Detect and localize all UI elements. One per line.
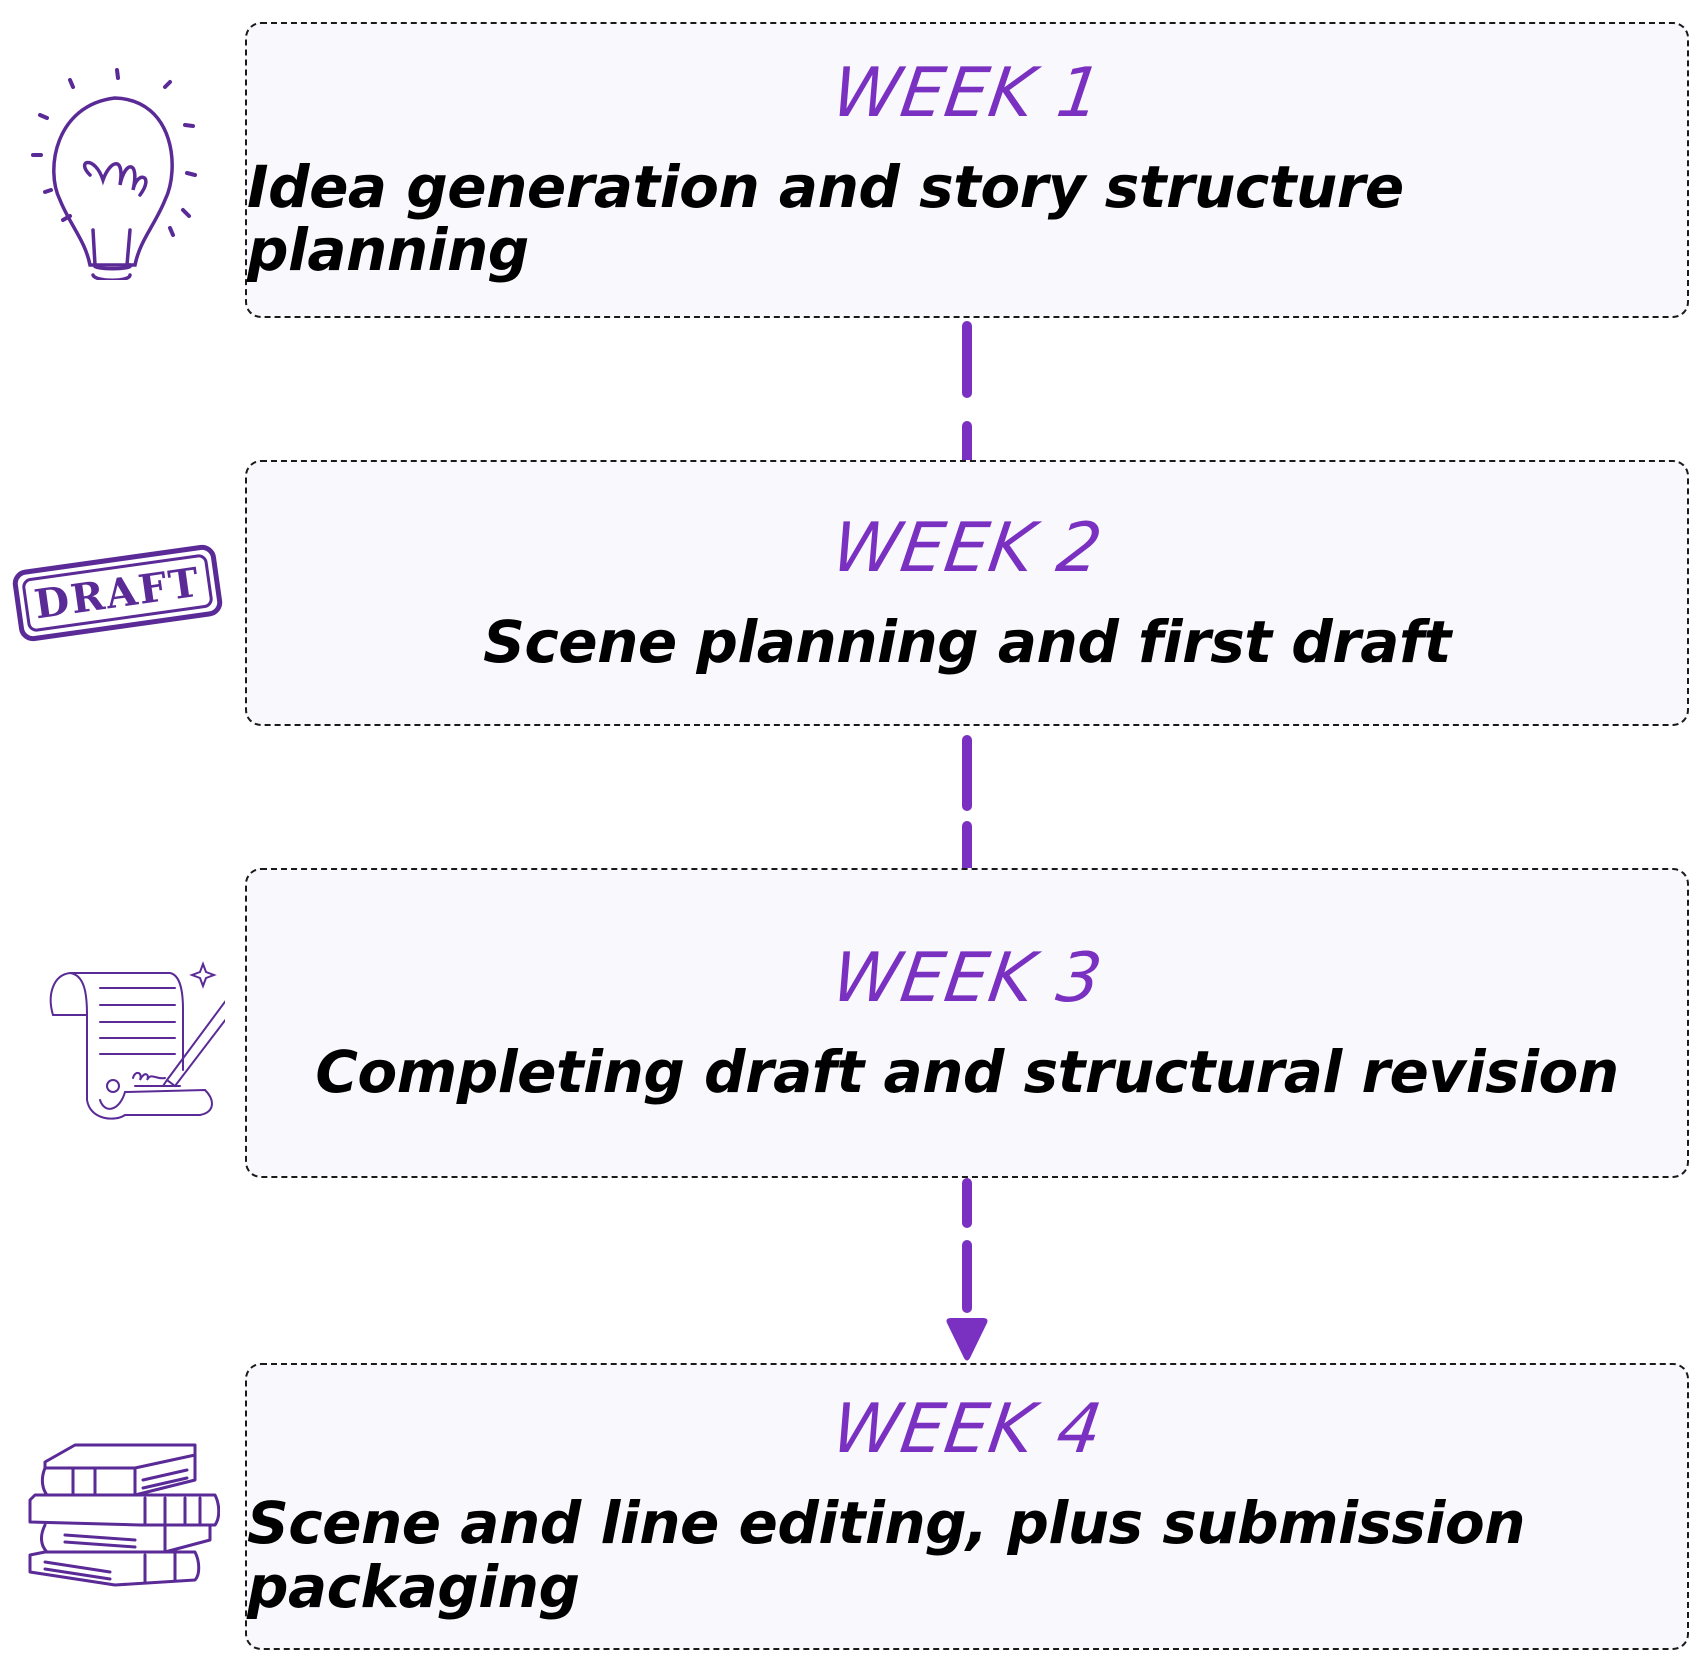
step-card-week-3: WEEK 3 Completing draft and structural r… bbox=[245, 868, 1689, 1178]
step-description: Completing draft and structural revision bbox=[315, 1037, 1619, 1106]
step-description: Scene and line editing, plus submission … bbox=[247, 1489, 1526, 1621]
dashed-connector bbox=[962, 321, 972, 460]
step-week-label: WEEK 2 bbox=[827, 508, 1107, 588]
step-description: Scene planning and first draft bbox=[483, 607, 1451, 676]
dashed-connector bbox=[962, 735, 972, 868]
arrow-head-icon bbox=[946, 1318, 988, 1361]
step-week-label: WEEK 3 bbox=[827, 938, 1107, 1018]
step-card-week-2: WEEK 2 Scene planning and first draft bbox=[245, 460, 1689, 726]
arrow-connector bbox=[946, 1178, 988, 1361]
step-card-week-4: WEEK 4 Scene and line editing, plus subm… bbox=[245, 1363, 1689, 1650]
books-stack-icon bbox=[28, 1443, 220, 1587]
step-week-label: WEEK 4 bbox=[827, 1390, 1107, 1470]
scroll-pen-icon bbox=[49, 961, 225, 1120]
draft-stamp-icon: DRAFT bbox=[10, 543, 225, 643]
step-week-label: WEEK 1 bbox=[827, 53, 1107, 133]
lightbulb-icon bbox=[31, 68, 197, 280]
step-card-week-1: WEEK 1 Idea generation and story structu… bbox=[245, 22, 1689, 318]
step-description: Idea generation and story structure plan… bbox=[247, 152, 1404, 285]
